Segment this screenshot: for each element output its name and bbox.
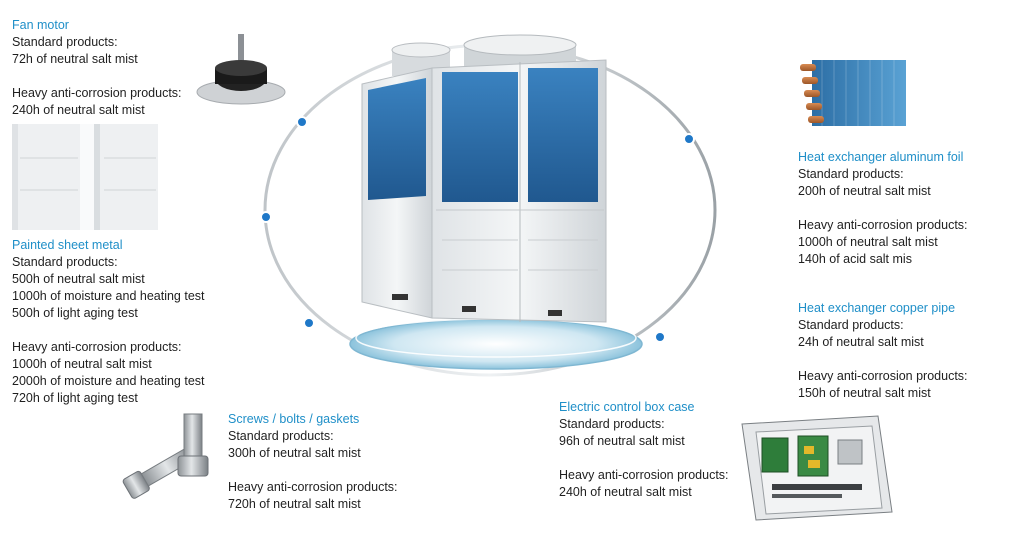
standard-spec-line: 72h of neutral salt mist [12,52,138,66]
standard-spec-line: 500h of neutral salt mist [12,272,145,286]
standard-spec-line: 500h of light aging test [12,306,138,320]
heavy-spec-line: 240h of neutral salt mist [12,103,145,117]
heavy-spec-line: 150h of neutral salt mist [798,386,931,400]
standard-label: Standard products: [798,318,904,332]
standard-spec-line: 24h of neutral salt mist [798,335,924,349]
spacer [798,351,968,368]
standard-spec-line: 300h of neutral salt mist [228,446,361,460]
fan-motor-icon [196,34,286,105]
marker-dot [654,331,666,343]
standard-spec-line: 200h of neutral salt mist [798,184,931,198]
component-title: Electric control box case [559,400,695,414]
standard-spec-line: 96h of neutral salt mist [559,434,685,448]
bolt-icon [122,413,209,499]
heavy-spec-line: 720h of light aging test [12,391,138,405]
outdoor-unit-icon [361,34,607,323]
base-platform [349,318,643,370]
heavy-label: Heavy anti-corrosion products: [798,218,968,232]
marker-dot [303,317,315,329]
painted-sheet-metal-icon [12,124,158,230]
standard-label: Standard products: [12,35,118,49]
component-title: Heat exchanger copper pipe [798,301,956,315]
component-title: Screws / bolts / gaskets [228,412,360,426]
ring-markers [260,116,695,343]
heavy-spec-line: 240h of neutral salt mist [559,485,692,499]
spacer [559,450,729,467]
spacer [228,462,398,479]
heavy-spec-line: 1000h of neutral salt mist [12,357,152,371]
heavy-label: Heavy anti-corrosion products: [798,369,968,383]
component-title: Heat exchanger aluminum foil [798,150,964,164]
standard-label: Standard products: [12,255,118,269]
component-title: Fan motor [12,18,69,32]
spacer [12,322,205,339]
heat-exchanger-foil-icon [800,60,906,126]
heavy-label: Heavy anti-corrosion products: [559,468,729,482]
heavy-spec-line: 1000h of neutral salt mist [798,235,938,249]
heavy-spec-line: 140h of acid salt mis [798,252,912,266]
heavy-label: Heavy anti-corrosion products: [12,340,182,354]
control-box-icon [741,415,893,521]
marker-dot [296,116,308,128]
marker-dot [683,133,695,145]
standard-label: Standard products: [798,167,904,181]
spacer [12,68,182,85]
standard-spec-line: 1000h of moisture and heating test [12,289,205,303]
standard-label: Standard products: [228,429,334,443]
spacer [798,200,968,217]
standard-label: Standard products: [559,417,665,431]
heavy-label: Heavy anti-corrosion products: [228,480,398,494]
heavy-spec-line: 720h of neutral salt mist [228,497,361,511]
heavy-spec-line: 2000h of moisture and heating test [12,374,205,388]
marker-dot [260,211,272,223]
heavy-label: Heavy anti-corrosion products: [12,86,182,100]
component-title: Painted sheet metal [12,238,123,252]
